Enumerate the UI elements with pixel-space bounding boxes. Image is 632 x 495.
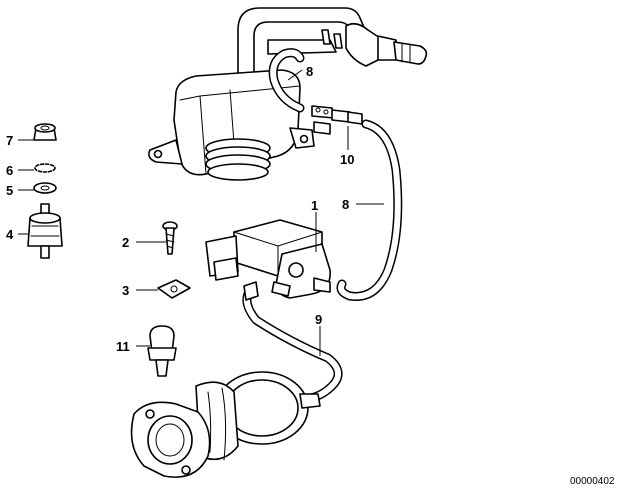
rubber-mount-part-4 bbox=[27, 203, 63, 259]
hose-8-upper bbox=[268, 48, 305, 113]
upper-housing-assembly bbox=[148, 7, 428, 181]
callout-10: 10 bbox=[340, 152, 354, 167]
callouts: 7 6 5 4 2 3 11 8 10 8 1 9 bbox=[6, 64, 354, 354]
spring-coil bbox=[205, 138, 271, 181]
callout-8-upper: 8 bbox=[306, 64, 313, 79]
callout-9: 9 bbox=[315, 312, 322, 327]
lock-washer-part-6 bbox=[34, 163, 56, 173]
callout-2: 2 bbox=[122, 235, 129, 250]
callout-5: 5 bbox=[6, 183, 13, 198]
callout-8-lower: 8 bbox=[342, 197, 349, 212]
solenoid-valve-part-1 bbox=[205, 219, 331, 301]
clip-nut-part-3 bbox=[157, 279, 191, 299]
callout-6: 6 bbox=[6, 163, 13, 178]
leader-lines bbox=[18, 69, 384, 356]
hose-9 bbox=[242, 283, 343, 403]
document-number: 00000402 bbox=[570, 476, 615, 487]
clip-part-11 bbox=[147, 325, 177, 377]
callout-7: 7 bbox=[6, 133, 13, 148]
connector-fitting-part-10 bbox=[311, 105, 363, 135]
callout-3: 3 bbox=[122, 283, 129, 298]
washer-part-5 bbox=[33, 182, 57, 194]
callout-4: 4 bbox=[6, 227, 14, 242]
screw-part-2 bbox=[162, 221, 178, 255]
nut-part-7 bbox=[33, 123, 57, 141]
callout-1: 1 bbox=[311, 198, 318, 213]
diaphragm-valve bbox=[130, 371, 321, 478]
hose-8-lower bbox=[336, 119, 403, 301]
callout-11: 11 bbox=[116, 339, 130, 354]
